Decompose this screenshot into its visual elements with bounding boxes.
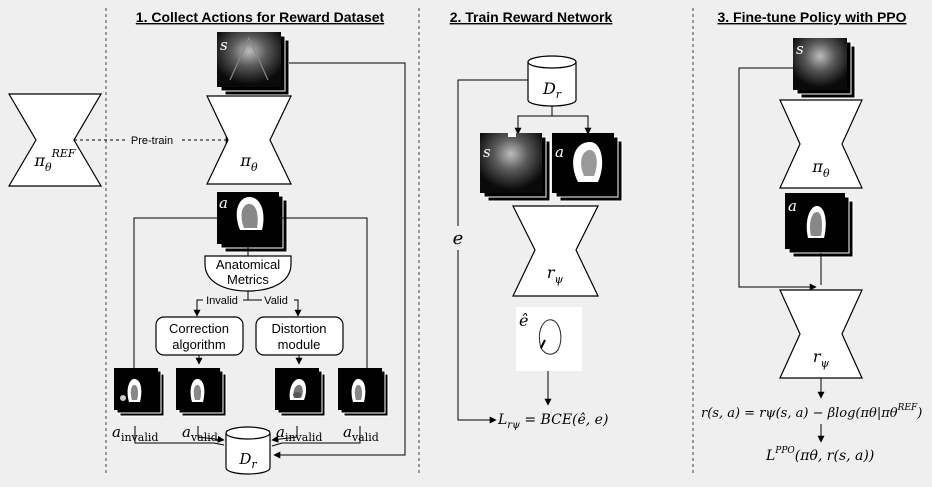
s-label-3: s [796,40,804,58]
action-mask-stack-2: a [552,133,623,202]
correction-label-line2: algorithm [172,337,225,352]
state-image-stack-3: s [793,38,856,99]
invalid-mask-stack-left [114,368,165,417]
pi-ref-label: πθREF [33,147,75,174]
dr-label-2: Dr [542,79,562,101]
policy-network-shape-3 [779,99,863,189]
reward-network-shape-3 [779,289,863,379]
correction-label-line1: Correction [169,321,229,336]
valid-mask-stack-left [176,368,227,417]
valid-label-bg [262,293,294,307]
s-label-1: s [220,36,228,54]
state-image-stack-2: s [480,133,551,202]
dr-to-state-arrow [514,115,552,135]
ppo-loss-equation: LPPO(πθ, r(s, a)) [765,446,874,464]
distortion-label-line1: Distortion [272,321,327,336]
reward-network-shape-2 [512,205,599,297]
s-label-2: s [483,143,491,161]
invalid-right-to-dr [271,426,298,443]
state-to-dataset-loop [273,62,406,459]
distortion-label-line2: module [278,337,321,352]
reward-equation: r(s, a) = rψ(s, a) − βlog(πθ|πθREF) [701,403,922,421]
a-valid-label-right: avalid [343,423,379,444]
error-contour [538,319,562,355]
invalid-left-to-dr [134,426,225,446]
a-label-1: a [219,194,228,212]
a-invalid-label-right: ainvalid [276,423,322,444]
dr-to-action-arrow [552,115,592,135]
policy-network-shape-1 [206,95,292,185]
valid-right-to-dr [271,426,361,447]
action-mask-stack-1: a [217,192,288,253]
pi-ref-network-shape [7,93,103,187]
metrics-label-line1: Anatomical [216,257,280,272]
valid-label: Valid [264,295,288,307]
metrics-label-line2: Metrics [227,272,269,287]
connector-to-valid-right [279,217,368,368]
action-mask-stack-3: a [785,193,854,258]
invalid-mask-stack-right [275,368,326,417]
reward-dataset-cylinder-1: Dr [225,426,271,475]
reward-loss-equation: Lrψ = BCE(ê, e) [497,412,608,431]
connector-to-invalid-left [133,217,217,368]
a-valid-label-left: avalid [182,423,218,444]
invalid-label-bg [203,293,243,307]
pretrain-label: Pre-train [131,135,173,147]
e-hat-label: ê [519,311,528,330]
valid-left-to-dr [197,426,225,443]
e-label: e [453,228,464,249]
e-label-bg [446,226,470,250]
pi-theta-label-1: πθ [239,151,258,174]
a-invalid-label-left: ainvalid [112,423,158,444]
ultrasound-image-2 [480,133,542,193]
dr-label-1: Dr [238,450,257,471]
a-label-2: a [555,143,564,161]
reward-dataset-cylinder-2: Dr [527,55,577,107]
section-title-collect: 1. Collect Actions for Reward Dataset [136,9,385,25]
pi-theta-label-3: πθ [811,157,830,180]
pretrain-label-bg [125,132,179,148]
ultrasound-image-1 [217,32,281,87]
state-to-reward-loop [738,67,817,291]
r-psi-label-2: rψ [547,263,564,286]
r-psi-label-3: rψ [813,347,830,370]
ultrasound-image-3 [793,38,847,90]
state-image-stack-1: s [217,32,290,96]
section-title-train: 2. Train Reward Network [450,9,613,25]
invalid-label: Invalid [206,295,238,307]
valid-mask-stack-right [338,368,389,417]
a-label-3: a [788,197,797,215]
predicted-error-map [516,307,582,371]
section-title-finetune: 3. Fine-tune Policy with PPO [717,9,906,25]
